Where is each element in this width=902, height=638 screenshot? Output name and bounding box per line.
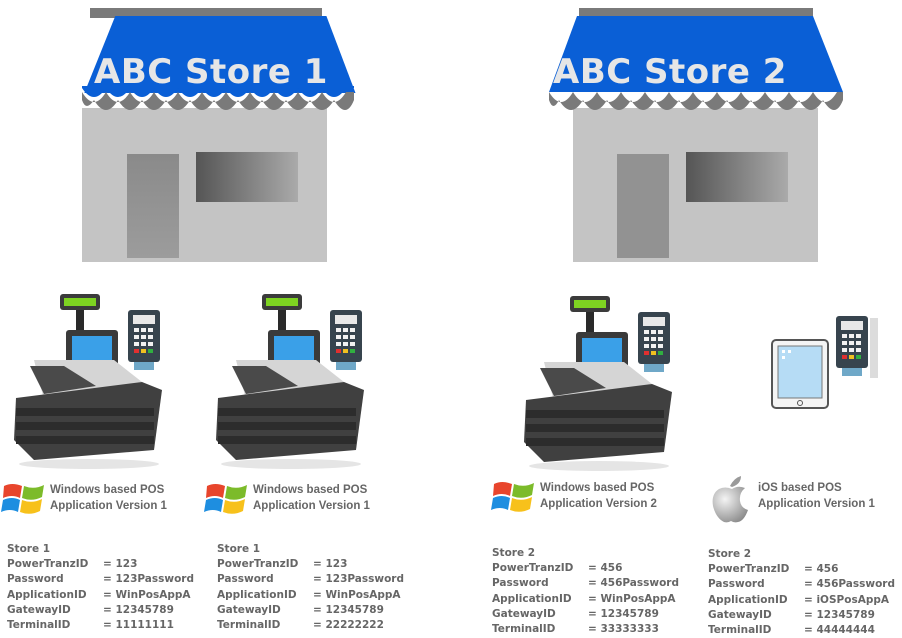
os-name: Windows based POS [540, 482, 655, 494]
field-value: = 456Password [804, 578, 895, 591]
field-value: = 12345789 [588, 607, 659, 620]
field-key: GatewayID [217, 603, 281, 616]
field-value: = iOSPosAppA [804, 593, 889, 606]
app-version: Application Version 1 [758, 498, 875, 510]
credentials-block: Store 2 PowerTranzID = 456 Password = 456P… [492, 546, 679, 637]
field-value: = 123 [103, 558, 138, 571]
field-value: = 123Password [313, 573, 404, 586]
field-value: = 123 [313, 558, 348, 571]
field-key: ApplicationID [708, 593, 788, 606]
field-value: = 44444444 [804, 624, 875, 637]
field-key: GatewayID [7, 603, 71, 616]
store-label: Store 2 [708, 548, 752, 560]
pos-terminal-3 [514, 292, 684, 477]
store-title: ABC Store 1 [94, 52, 328, 92]
field-row: PowerTranzID = 456 [708, 562, 895, 577]
field-row: ApplicationID = iOSPosAppA [708, 593, 895, 608]
field-value: = 123Password [103, 573, 194, 586]
field-value: = WinPosAppA [103, 588, 191, 601]
credentials-block: Store 1 PowerTranzID = 123 Password = 123P… [217, 542, 404, 633]
os-label: Windows based POS Application Version 1 [0, 476, 167, 520]
field-row: ApplicationID = WinPosAppA [7, 588, 194, 603]
field-row: Password = 456Password [708, 577, 895, 592]
field-key: Password [492, 577, 549, 590]
pos-terminal-2 [206, 290, 376, 475]
field-row: TerminalID = 11111111 [7, 618, 194, 633]
os-name: Windows based POS [50, 484, 165, 496]
cash-register-icon [216, 294, 364, 469]
field-key: GatewayID [708, 608, 772, 621]
field-row: TerminalID = 33333333 [492, 622, 679, 637]
field-key: ApplicationID [492, 592, 572, 605]
field-row: TerminalID = 44444444 [708, 623, 895, 638]
field-value: = 456Password [588, 577, 679, 590]
field-row: PowerTranzID = 123 [7, 557, 194, 572]
pos-terminal-1 [4, 290, 174, 475]
os-name: iOS based POS [758, 482, 842, 494]
field-value: = WinPosAppA [313, 588, 401, 601]
field-row: Password = 123Password [7, 572, 194, 587]
field-row: ApplicationID = WinPosAppA [217, 588, 404, 603]
store-label: Store 2 [492, 547, 536, 559]
app-version: Application Version 1 [253, 500, 370, 512]
field-value: = WinPosAppA [588, 592, 676, 605]
field-value: = 22222222 [313, 619, 384, 632]
cash-register-icon [14, 294, 162, 469]
field-row: GatewayID = 12345789 [708, 608, 895, 623]
field-row: PowerTranzID = 456 [492, 561, 679, 576]
field-row: GatewayID = 12345789 [7, 603, 194, 618]
field-key: ApplicationID [7, 588, 87, 601]
field-value: = 456 [804, 563, 839, 576]
field-value: = 11111111 [103, 619, 174, 632]
field-key: TerminalID [217, 619, 281, 632]
store-building-2: ABC Store 2 [547, 8, 843, 264]
field-value: = 33333333 [588, 623, 659, 636]
os-label: Windows based POS Application Version 1 [203, 476, 370, 520]
field-key: GatewayID [492, 607, 556, 620]
field-key: TerminalID [492, 623, 556, 636]
field-row: GatewayID = 12345789 [217, 603, 404, 618]
store-building-1: ABC Store 1 [82, 8, 356, 264]
storefront-icon [82, 8, 356, 262]
tablet-icon [771, 316, 878, 409]
tablet-terminal [770, 310, 890, 415]
store-title: ABC Store 2 [553, 52, 787, 92]
credentials-block: Store 2 PowerTranzID = 456 Password = 456P… [708, 547, 895, 638]
field-row: ApplicationID = WinPosAppA [492, 592, 679, 607]
field-row: GatewayID = 12345789 [492, 607, 679, 622]
field-value: = 12345789 [103, 603, 174, 616]
credentials-block: Store 1 PowerTranzID = 123 Password = 123P… [7, 542, 194, 633]
field-value: = 12345789 [804, 608, 875, 621]
cash-register-icon [524, 296, 672, 471]
field-key: Password [708, 578, 765, 591]
app-version: Application Version 2 [540, 498, 657, 510]
os-name: Windows based POS [253, 484, 368, 496]
apple-logo-icon [712, 476, 748, 523]
storefront-icon [549, 8, 843, 262]
app-version: Application Version 1 [50, 500, 167, 512]
field-key: PowerTranzID [217, 558, 299, 571]
field-key: PowerTranzID [492, 562, 574, 575]
field-key: Password [7, 573, 64, 586]
field-row: Password = 123Password [217, 572, 404, 587]
field-row: TerminalID = 22222222 [217, 618, 404, 633]
windows-logo-icon [1, 484, 44, 514]
windows-logo-icon [491, 482, 534, 512]
field-row: PowerTranzID = 123 [217, 557, 404, 572]
field-key: ApplicationID [217, 588, 297, 601]
store-label: Store 1 [7, 543, 51, 555]
windows-logo-icon [204, 484, 247, 514]
field-value: = 12345789 [313, 603, 384, 616]
field-key: PowerTranzID [708, 563, 790, 576]
os-label: Windows based POS Application Version 2 [490, 474, 657, 518]
field-key: Password [217, 573, 274, 586]
field-key: PowerTranzID [7, 558, 89, 571]
field-key: TerminalID [7, 619, 71, 632]
field-row: Password = 456Password [492, 576, 679, 591]
store-label: Store 1 [217, 543, 261, 555]
os-label: iOS based POS Application Version 1 [708, 474, 875, 523]
field-value: = 456 [588, 562, 623, 575]
field-key: TerminalID [708, 624, 772, 637]
